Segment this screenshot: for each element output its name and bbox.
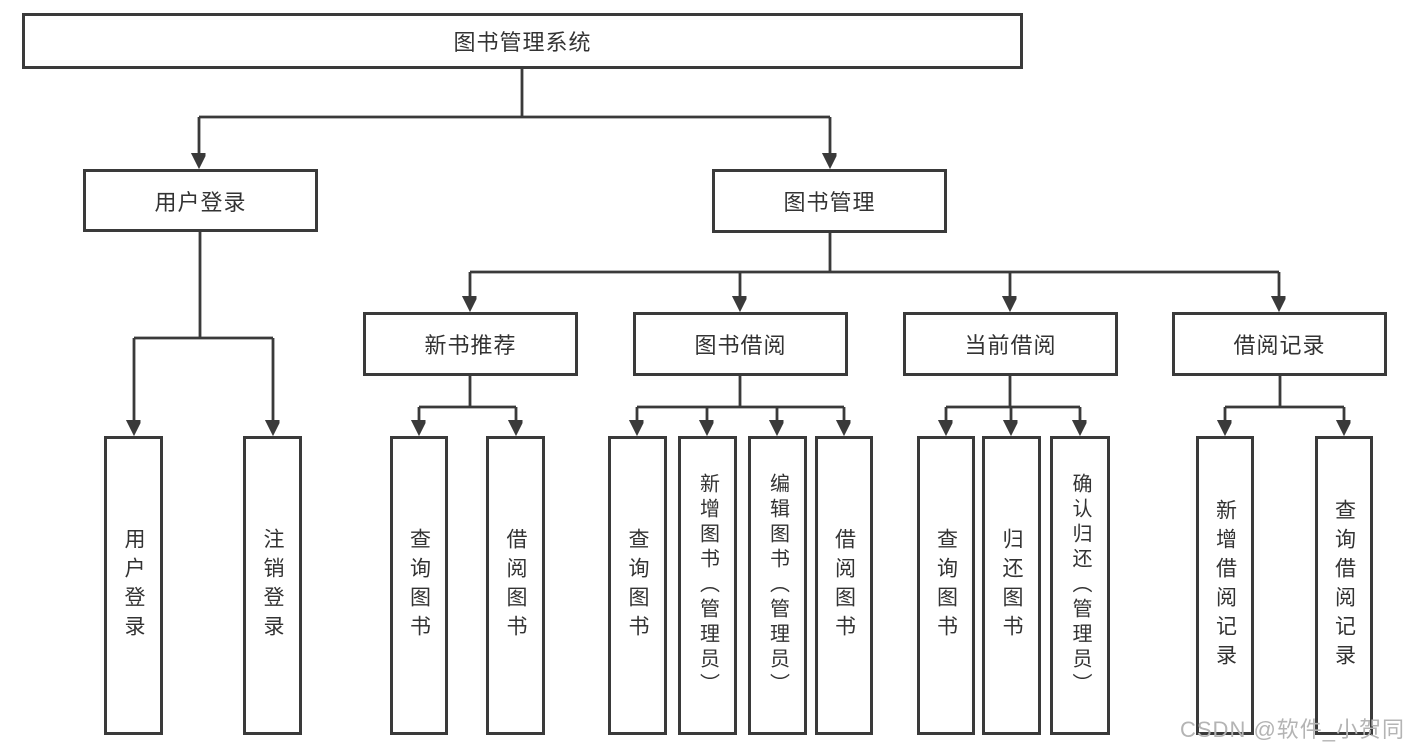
- leaf-borrow-books-recommend-label: 借阅图书: [504, 527, 527, 644]
- leaf-edit-book-admin: 编辑图书（管理员）: [748, 436, 807, 735]
- leaf-confirm-return-admin: 确认归还（管理员）: [1050, 436, 1110, 735]
- leaf-logout: 注销登录: [243, 436, 302, 735]
- node-borrow-records: 借阅记录: [1172, 312, 1387, 376]
- node-new-book-recommend: 新书推荐: [363, 312, 578, 376]
- node-root: 图书管理系统: [22, 13, 1023, 69]
- leaf-query-books-borrow-label: 查询图书: [626, 527, 649, 644]
- leaf-query-books-current-label: 查询图书: [934, 527, 958, 644]
- leaf-return-book: 归还图书: [982, 436, 1041, 735]
- leaf-edit-book-admin-label: 编辑图书（管理员）: [766, 473, 789, 698]
- node-borrow-records-label: 借阅记录: [1233, 333, 1326, 358]
- leaf-add-book-admin-label: 新增图书（管理员）: [696, 473, 719, 698]
- node-current-borrow: 当前借阅: [903, 312, 1118, 376]
- node-book-borrow: 图书借阅: [633, 312, 848, 376]
- leaf-confirm-return-admin-label: 确认归还（管理员）: [1069, 473, 1091, 698]
- node-user-login-label: 用户登录: [154, 189, 247, 215]
- leaf-user-login: 用户登录: [104, 436, 163, 735]
- leaf-add-borrow-record: 新增借阅记录: [1196, 436, 1254, 735]
- node-current-borrow-label: 当前借阅: [964, 333, 1057, 358]
- leaf-borrow-books-recommend: 借阅图书: [486, 436, 545, 735]
- leaf-borrow-books-label: 借阅图书: [832, 527, 856, 644]
- node-book-borrow-label: 图书借阅: [694, 333, 787, 358]
- node-root-label: 图书管理系统: [453, 30, 592, 55]
- node-book-management: 图书管理: [712, 169, 947, 233]
- leaf-query-books-recommend: 查询图书: [390, 436, 448, 735]
- leaf-query-books-current: 查询图书: [917, 436, 975, 735]
- leaf-return-book-label: 归还图书: [1000, 527, 1023, 644]
- leaf-logout-label: 注销登录: [261, 527, 284, 644]
- leaf-query-borrow-record: 查询借阅记录: [1315, 436, 1373, 735]
- leaf-query-borrow-record-label: 查询借阅记录: [1332, 498, 1356, 673]
- node-new-book-recommend-label: 新书推荐: [424, 333, 517, 358]
- leaf-query-books-recommend-label: 查询图书: [407, 527, 431, 644]
- leaf-add-book-admin: 新增图书（管理员）: [678, 436, 737, 735]
- leaf-add-borrow-record-label: 新增借阅记录: [1213, 498, 1237, 673]
- leaf-query-books-borrow: 查询图书: [608, 436, 667, 735]
- node-user-login: 用户登录: [83, 169, 318, 232]
- leaf-user-login-label: 用户登录: [122, 527, 145, 644]
- node-book-management-label: 图书管理: [783, 190, 876, 215]
- watermark-text: CSDN @软件_小贺同学: [1180, 717, 1405, 742]
- leaf-borrow-books: 借阅图书: [815, 436, 873, 735]
